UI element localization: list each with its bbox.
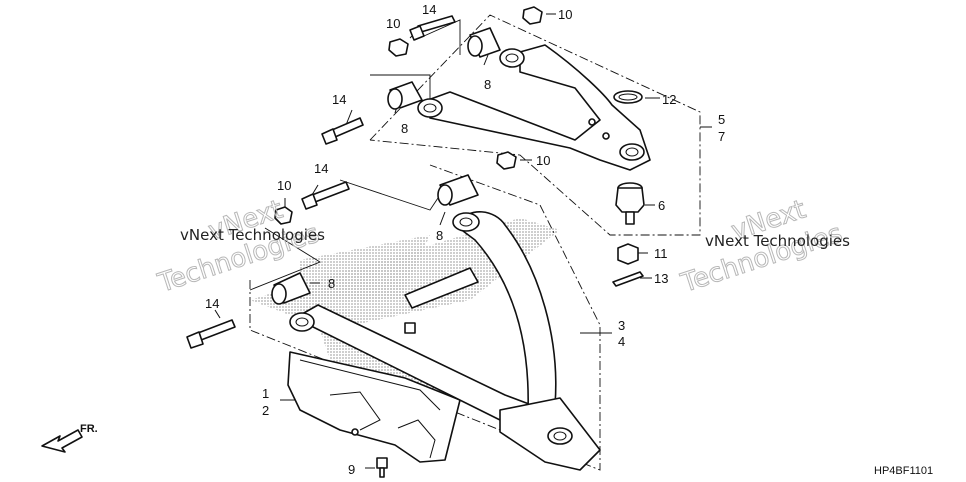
- callout-7: 7: [718, 129, 725, 144]
- bushing-lower-front: [437, 174, 479, 206]
- bolt-upper-front: [409, 15, 456, 41]
- callout-10-lower-rear: 10: [277, 178, 291, 193]
- callout-4: 4: [618, 334, 625, 349]
- callout-14-lower-front: 14: [314, 161, 328, 176]
- upper-arm-assembly: [417, 44, 651, 171]
- svg-text:vNext Technologies: vNext Technologies: [705, 232, 850, 250]
- nuts: [274, 6, 543, 225]
- callout-1: 1: [262, 386, 269, 401]
- flange-bolts: [186, 15, 456, 349]
- callout-10-lower-front: 10: [536, 153, 550, 168]
- bushing-upper-rear: [387, 81, 423, 110]
- bolt-lower-rear: [186, 319, 236, 349]
- callout-8-lower-front: 8: [436, 228, 443, 243]
- callout-8-lower-rear: 8: [328, 276, 335, 291]
- bushing-upper-front: [467, 27, 501, 58]
- bushing-lower-rear: [271, 272, 311, 305]
- callouts: 1 2 3 4 5 6 7 8 8 8 8 9 10 10 10 10 11 1…: [205, 2, 725, 477]
- callout-6: 6: [658, 198, 665, 213]
- callout-9: 9: [348, 462, 355, 477]
- svg-text:vNext Technologies: vNext Technologies: [180, 226, 325, 244]
- lower-arm-assembly: [289, 211, 601, 471]
- callout-10-upper-front: 10: [558, 7, 572, 22]
- bolt-upper-rear: [321, 117, 364, 145]
- callout-14-upper-rear: 14: [332, 92, 346, 107]
- callout-14-upper-front: 14: [422, 2, 436, 17]
- callout-14-lower-rear: 14: [205, 296, 219, 311]
- bushings: [271, 27, 501, 305]
- castle-nut: [617, 243, 639, 265]
- cotter-pin: [612, 271, 644, 287]
- ball-joint: [615, 182, 645, 225]
- callout-8-upper-rear: 8: [401, 121, 408, 136]
- diagram-code: HP4BF1101: [874, 465, 933, 477]
- snap-ring: [613, 90, 643, 104]
- callout-12: 12: [662, 92, 676, 107]
- callout-13: 13: [654, 271, 668, 286]
- svg-text:FR.: FR.: [80, 423, 98, 435]
- callout-5: 5: [718, 112, 725, 127]
- callout-2: 2: [262, 403, 269, 418]
- guard-bolt: [376, 457, 388, 478]
- callout-10-upper-rear: 10: [386, 16, 400, 31]
- front-direction-arrow: FR.: [41, 423, 98, 453]
- lower-arm-guard: [287, 351, 461, 463]
- callout-11: 11: [654, 246, 668, 261]
- callout-8-upper-front: 8: [484, 77, 491, 92]
- bolt-lower-front: [301, 181, 350, 210]
- callout-3: 3: [618, 318, 625, 333]
